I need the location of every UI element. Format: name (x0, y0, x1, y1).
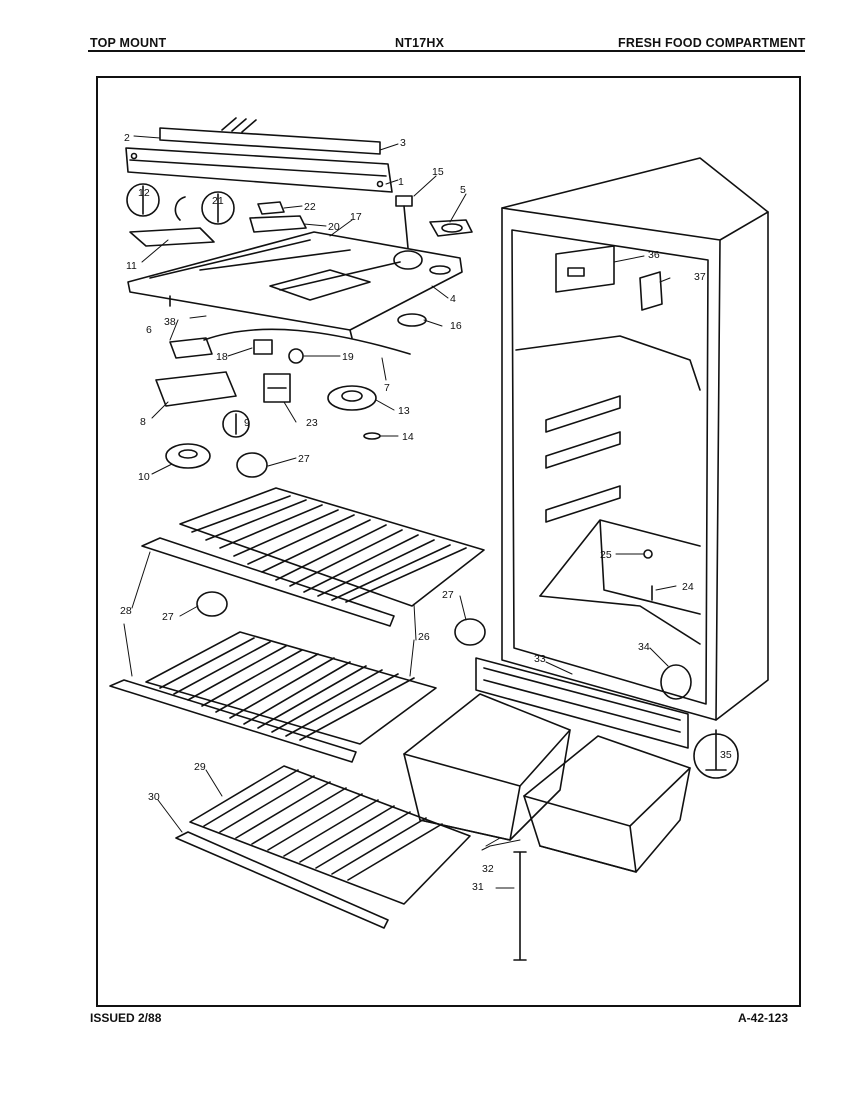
callout-38: 38 (164, 316, 176, 328)
callout-18: 18 (216, 351, 228, 363)
part-10 (165, 443, 211, 469)
part-16 (397, 313, 427, 327)
callout-30: 30 (148, 791, 160, 803)
callout-27-right: 27 (442, 589, 454, 601)
callout-25: 25 (600, 549, 612, 561)
part-switch (253, 339, 273, 355)
callout-8: 8 (140, 416, 146, 428)
part-upper-wire-shelf (179, 487, 485, 607)
callout-23: 23 (306, 417, 318, 429)
part-crisper-cover-shelf (189, 765, 471, 905)
callout-32: 32 (482, 863, 494, 875)
callout-9: 9 (244, 417, 250, 429)
part-25 (643, 549, 653, 559)
diagram-frame (96, 76, 801, 1007)
part-top-trim-strip (159, 117, 381, 155)
part-cold-control-stem (393, 195, 423, 270)
callout-29: 29 (194, 761, 206, 773)
footer-page-code: A-42-123 (738, 1011, 789, 1025)
part-shelf-trim-upper (141, 537, 395, 627)
part-shelf-support-left (196, 591, 228, 617)
callout-20: 20 (328, 221, 340, 233)
callout-31: 31 (472, 881, 484, 893)
part-5-ring (441, 223, 463, 233)
callout-35: 35 (720, 749, 732, 761)
callout-3: 3 (400, 137, 406, 149)
part-thermostat-knob (126, 183, 160, 217)
part-9 (222, 410, 250, 438)
callout-36: 36 (648, 249, 660, 261)
callout-26: 26 (418, 631, 430, 643)
part-shelf-trim-lower (109, 679, 357, 763)
header-rule (88, 50, 805, 52)
callout-4: 4 (450, 293, 456, 305)
callout-37: 37 (694, 271, 706, 283)
part-5 (429, 219, 473, 237)
part-hinge-37 (639, 271, 663, 311)
callout-5: 5 (460, 184, 466, 196)
part-control-housing-bracket (125, 147, 393, 193)
callout-28: 28 (120, 605, 132, 617)
part-crisper-drawer-left (403, 693, 571, 841)
callout-16: 16 (450, 320, 462, 332)
callout-21: 21 (212, 195, 224, 207)
header-model-type: TOP MOUNT (90, 36, 167, 50)
header-model-number: NT17HX (395, 36, 445, 50)
part-capillary-tube (203, 328, 411, 355)
part-control-panel (127, 231, 463, 339)
part-wire (174, 196, 186, 221)
callout-11: 11 (126, 260, 137, 272)
footer-issue-date: ISSUED 2/88 (90, 1011, 162, 1025)
part-bracket-20 (249, 215, 307, 233)
part-crisper-trim (175, 831, 389, 929)
part-crisper-frame (475, 657, 689, 749)
part-31-rod (513, 851, 527, 961)
callout-14: 14 (402, 431, 414, 443)
part-control-plate-slot (567, 267, 585, 277)
part-34 (660, 664, 692, 700)
callout-34: 34 (638, 641, 650, 653)
part-relay (263, 373, 291, 403)
callout-6: 6 (146, 324, 152, 336)
callout-7: 7 (384, 382, 390, 394)
callout-22: 22 (304, 201, 316, 213)
part-lower-wire-shelf (145, 631, 437, 745)
part-control-plate (555, 245, 615, 293)
callout-17: 17 (350, 211, 362, 223)
header-section-title: FRESH FOOD COMPARTMENT (618, 36, 806, 50)
part-refrigerator-cabinet (501, 157, 769, 721)
callout-12: 12 (138, 187, 150, 199)
callout-24: 24 (682, 581, 694, 593)
part-bracket-11 (129, 227, 215, 247)
callout-13: 13 (398, 405, 410, 417)
part-temperature-control-knob (201, 191, 235, 225)
part-crisper-drawer-right (523, 735, 691, 873)
leader-lines (123, 135, 677, 889)
callout-1: 1 (398, 176, 404, 188)
part-bracket-box (155, 371, 237, 407)
part-13 (327, 385, 377, 411)
part-light-socket (169, 337, 213, 359)
callout-33: 33 (534, 653, 546, 665)
callout-2: 2 (124, 132, 130, 144)
part-shelf-support-upper (236, 452, 268, 478)
callout-10: 10 (138, 471, 150, 483)
part-light-bulb (288, 348, 304, 364)
part-shelf-support-right (454, 618, 486, 646)
part-callouts: 1 2 3 4 5 6 7 8 9 10 11 12 13 14 15 16 1… (120, 132, 732, 893)
part-14 (363, 432, 381, 440)
callout-19: 19 (342, 351, 354, 363)
callout-27-upper: 27 (298, 453, 310, 465)
callout-27-left: 27 (162, 611, 174, 623)
part-bracket-22 (257, 201, 285, 215)
callout-15: 15 (432, 166, 444, 178)
